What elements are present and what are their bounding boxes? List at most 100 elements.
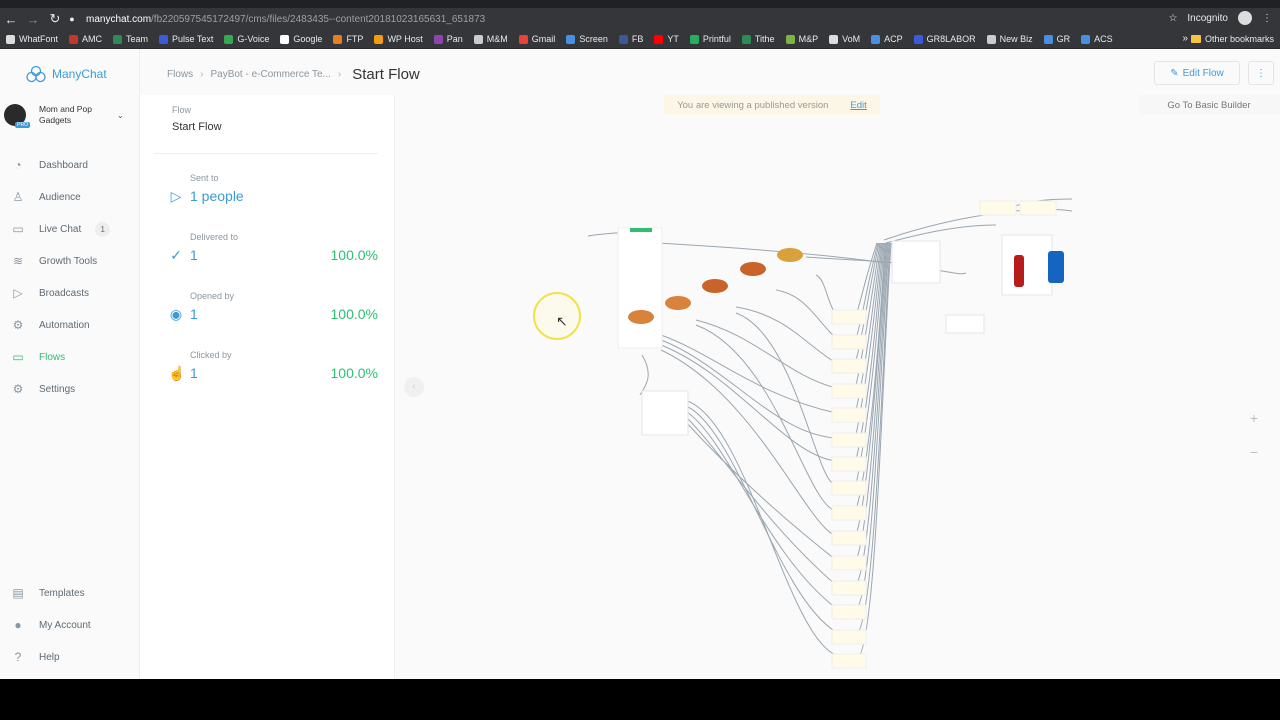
sidebar-item-label: Automation <box>39 319 90 331</box>
sidebar-item-audience[interactable]: ♙Audience <box>0 181 140 213</box>
page-title[interactable]: Start Flow <box>352 66 420 83</box>
url-path: /fb220597545172497/cms/files/2483435--co… <box>151 13 486 25</box>
bookmark-item[interactable]: FB <box>618 34 643 44</box>
growth-icon: ≋ <box>12 254 24 268</box>
star-icon[interactable]: ☆ <box>1168 12 1178 24</box>
bookmark-favicon-icon <box>473 34 483 44</box>
flow-nodes <box>617 200 1057 669</box>
browser-address-bar: ← → ↻ ● manychat.com/fb220597545172497/c… <box>0 8 1280 30</box>
bookmark-item[interactable]: GR8LABOR <box>913 34 976 44</box>
bookmark-item[interactable]: G-Voice <box>224 34 269 44</box>
bookmark-favicon-icon <box>785 34 795 44</box>
bookmark-item[interactable]: VoM <box>829 34 860 44</box>
sidebar-item-dashboard[interactable]: ◔ Dashboard <box>0 149 140 181</box>
bookmark-item[interactable]: Gmail <box>518 34 555 44</box>
bookmark-item[interactable]: Google <box>280 34 322 44</box>
sent-value[interactable]: 1 people <box>190 188 244 204</box>
screen-bottom-bar <box>0 679 1280 720</box>
bookmark-item[interactable]: New Biz <box>986 34 1033 44</box>
flow-canvas[interactable]: You are viewing a published version Edit… <box>396 95 1280 679</box>
bookmark-item[interactable]: GR <box>1043 34 1070 44</box>
bookmark-item[interactable]: AMC <box>69 34 102 44</box>
bookmark-label: Team <box>126 34 149 44</box>
bookmark-favicon-icon <box>986 34 996 44</box>
more-options-button[interactable]: ⋮ <box>1248 61 1274 85</box>
url-field[interactable]: manychat.com/fb220597545172497/cms/files… <box>86 14 485 25</box>
chevron-down-icon: ⌄ <box>117 110 124 120</box>
manychat-logo[interactable]: ManyChat <box>26 65 107 83</box>
sidebar-item-my-account[interactable]: ●My Account <box>0 609 140 641</box>
account-name: Mom and Pop Gadgets <box>39 104 92 125</box>
bookmark-favicon-icon <box>871 34 881 44</box>
other-bookmarks[interactable]: Other bookmarks <box>1190 34 1274 44</box>
browser-menu-icon[interactable]: ⋮ <box>1262 12 1272 24</box>
bookmark-item[interactable]: Team <box>113 34 148 44</box>
sidebar-item-label: Dashboard <box>39 159 88 171</box>
incognito-icon[interactable] <box>1238 11 1252 25</box>
bookmark-item[interactable]: Printful <box>689 34 731 44</box>
dashboard-icon: ◔ <box>14 158 22 172</box>
templates-icon: ▤ <box>12 586 24 600</box>
opened-label: Opened by <box>190 291 235 301</box>
sidebar-item-templates[interactable]: ▤ Templates <box>0 577 140 609</box>
opened-percent: 100.0% <box>330 306 378 322</box>
sidebar-item-label: Settings <box>39 383 76 395</box>
sidebar-item-flows[interactable]: ▭Flows <box>0 341 140 373</box>
breadcrumb-flows[interactable]: Flows <box>167 69 194 80</box>
sent-label: Sent to <box>190 173 219 183</box>
bookmark-favicon-icon <box>618 34 628 44</box>
bookmark-item[interactable]: FTP <box>333 34 363 44</box>
sidebar-item-settings[interactable]: ⚙Settings <box>0 373 140 405</box>
forward-icon[interactable]: → <box>26 11 40 27</box>
bookmark-item[interactable]: Pulse Text <box>159 34 213 44</box>
bookmark-item[interactable]: M&P <box>785 34 818 44</box>
bookmark-item[interactable]: Tithe <box>741 34 775 44</box>
bookmark-label: AMC <box>82 34 103 44</box>
bookmark-item[interactable]: Pan <box>433 34 463 44</box>
edit-flow-label: Edit Flow <box>1182 67 1224 79</box>
collapse-panel-button[interactable]: ‹ <box>404 377 424 397</box>
pro-badge: PRO <box>15 122 30 128</box>
delivered-value[interactable]: 1 <box>190 247 198 263</box>
bookmark-label: FTP <box>346 34 364 44</box>
sidebar-item-growth-tools[interactable]: ≋Growth Tools <box>0 245 140 277</box>
bookmark-label: ACS <box>1094 34 1113 44</box>
sidebar-item-automation[interactable]: ⚙Automation <box>0 309 140 341</box>
edit-flow-button[interactable]: ✎ Edit Flow <box>1154 61 1240 85</box>
bookmark-item[interactable]: ACP <box>871 34 903 44</box>
opened-value[interactable]: 1 <box>190 306 198 322</box>
drink-images <box>1014 251 1064 287</box>
clicked-value[interactable]: 1 <box>190 365 198 381</box>
reload-icon[interactable]: ↻ <box>49 11 61 26</box>
address-bar-actions: ☆ Incognito ⋮ <box>1168 11 1272 25</box>
folder-icon: ▭ <box>12 350 24 364</box>
bookmark-item[interactable]: YT <box>654 34 679 44</box>
zoom-in-button[interactable]: + <box>1242 407 1266 431</box>
bookmark-item[interactable]: WhatFont <box>6 34 58 44</box>
bookmark-item[interactable]: Screen <box>566 34 608 44</box>
bookmark-favicon-icon <box>433 34 443 44</box>
sidebar-item-broadcasts[interactable]: ▷Broadcasts <box>0 277 140 309</box>
bookmark-favicon-icon <box>224 34 234 44</box>
page-header: Flows › PayBot - e-Commerce Te... › Star… <box>140 49 1280 95</box>
banner-edit-link[interactable]: Edit <box>850 99 867 111</box>
delivered-label: Delivered to <box>190 232 239 242</box>
app: ManyChat PRO Mom and Pop Gadgets ⌄ ◔ Dash… <box>0 49 1280 679</box>
bookmark-favicon-icon <box>1081 34 1091 44</box>
bookmark-favicon-icon <box>518 34 528 44</box>
zoom-out-button[interactable]: − <box>1242 441 1266 465</box>
more-bookmarks-icon[interactable]: » <box>1182 33 1188 44</box>
sidebar-item-help[interactable]: ?Help <box>0 641 140 673</box>
cursor-highlight <box>533 292 581 340</box>
bookmark-item[interactable]: ACS <box>1081 34 1113 44</box>
bookmark-item[interactable]: WP Host <box>374 34 423 44</box>
sidebar-item-label: Templates <box>39 587 85 599</box>
bookmark-item[interactable]: M&M <box>473 34 508 44</box>
chat-icon: ▭ <box>12 222 24 236</box>
account-switcher[interactable]: PRO Mom and Pop Gadgets ⌄ <box>4 101 138 129</box>
back-icon[interactable]: ← <box>4 11 18 27</box>
breadcrumb-folder[interactable]: PayBot - e-Commerce Te... <box>210 69 331 80</box>
basic-builder-button[interactable]: Go To Basic Builder <box>1138 95 1280 115</box>
